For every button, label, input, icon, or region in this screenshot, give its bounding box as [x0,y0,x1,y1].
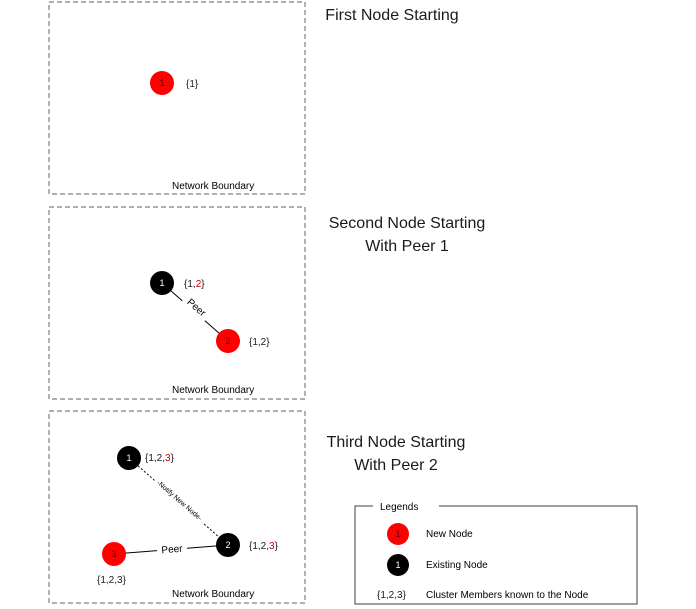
cluster-members-label: {1,2,3} [97,575,127,586]
member-text: {1} [186,79,199,90]
new-node-circle [102,542,126,566]
boundary-label-3: Network Boundary [172,589,254,600]
stage-3-node-3: 3 [102,542,126,566]
stage-1-node-1: 1 [150,71,174,95]
member-text-new: 3 [165,453,171,464]
stage-3: Network Boundary Third Node Starting Wit… [48,410,466,604]
member-text: } [275,541,279,552]
member-text-new: 3 [269,541,275,552]
node-id: 1 [159,278,164,288]
network-boundary-1 [48,1,306,195]
member-text: {1,2, [145,453,165,464]
legend-title-background [373,499,439,513]
stage-title-2-line-1: Second Node Starting [329,215,486,232]
new-node-circle [216,329,240,353]
edge-label-background [156,542,188,558]
legend-item-cluster-members: {1,2,3} Cluster Members known to the Nod… [377,590,589,601]
stage-3-node-2: 2 [216,533,240,557]
stage-title-3-line-2: With Peer 2 [354,457,438,474]
member-text: {1,2, [249,541,269,552]
node-id: 1 [159,78,164,88]
stage-1: Network Boundary First Node Starting 1 {… [48,1,459,195]
boundary-label-2: Network Boundary [172,385,254,396]
notify-new-node-label: -Notify New Node- [155,480,203,523]
cluster-members-label: {1,2,3} [145,453,175,464]
legend-symbol-label: {1,2,3} [377,590,407,601]
edge-label-background [180,293,212,323]
legend-item-text: Existing Node [426,560,488,571]
member-text: {1, [184,279,196,290]
cluster-members-label: {1,2,3} [249,541,279,552]
new-node-symbol [387,523,409,545]
member-text: } [171,453,175,464]
existing-node-symbol [387,554,409,576]
stage-3-node-1: 1 [117,446,141,470]
node-id: 2 [225,336,230,346]
existing-node-circle [150,271,174,295]
node-id: 1 [126,453,131,463]
legend-item-text: Cluster Members known to the Node [426,590,589,601]
edge-label-background [152,476,207,526]
cluster-members-label: {1,2} [249,337,270,348]
member-text-new: 2 [196,279,202,290]
network-boundary-2 [48,206,306,400]
legend-item-new-node: 1 New Node [387,523,473,545]
existing-node-circle [216,533,240,557]
legend-symbol-label: 1 [395,529,400,539]
existing-node-circle [117,446,141,470]
stage-2: Network Boundary Second Node Starting Wi… [48,206,486,400]
node-id: 2 [225,540,230,550]
peer-edge-label: Peer [161,544,184,557]
new-node-circle [150,71,174,95]
stage-title-1-line-1: First Node Starting [325,7,458,24]
stage-title-2-line-2: With Peer 1 [365,238,449,255]
boundary-label-1: Network Boundary [172,181,254,192]
legend: Legends 1 New Node 1 Existing Node {1,2,… [354,499,638,605]
node-id: 3 [111,549,116,559]
cluster-members-label: {1} [186,79,199,90]
legend-item-text: New Node [426,529,473,540]
legend-title: Legends [380,502,418,513]
legend-symbol-label: 1 [395,560,400,570]
stage-2-node-1: 1 [150,271,174,295]
stage-title-3-line-1: Third Node Starting [327,434,466,451]
stage-2-node-2: 2 [216,329,240,353]
network-boundary-3 [48,410,306,604]
legend-item-existing-node: 1 Existing Node [387,554,488,576]
cluster-members-label: {1,2} [184,279,205,290]
member-text: } [201,279,205,290]
member-text: {1,2,3} [97,575,127,586]
member-text: {1,2} [249,337,270,348]
